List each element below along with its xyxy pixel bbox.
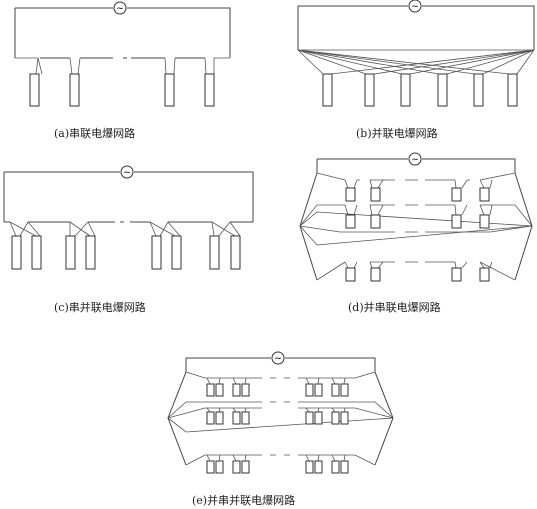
power-source-d: ~ [408,152,422,166]
power-source-b: ~ [408,0,422,13]
svg-text:~: ~ [274,354,282,364]
detonator-pair-c3 [149,221,182,270]
power-source-c: ~ [120,165,134,179]
diagram-d-parallel-series: ~ [299,152,533,314]
detonator-b6 [507,73,518,107]
detonator-row-e2 [206,407,349,425]
detonator-a2 [69,57,81,107]
detonator-a3 [164,57,176,107]
caption-d: (d)并串联电爆网路 [348,300,441,314]
svg-text:~: ~ [411,2,419,12]
caption-b: (b)并联电爆网路 [356,126,438,140]
detonator-b2 [364,73,375,107]
svg-text:~: ~ [123,168,131,178]
power-source-a: ~ [113,1,127,15]
detonator-row-d1 [344,179,493,202]
detonator-b4 [437,73,448,107]
detonator-b1 [322,73,333,107]
detonator-row-d3 [344,261,493,282]
detonator-b3 [400,73,411,107]
detonator-pair-c1 [9,221,42,270]
detonator-row-e1 [206,377,349,397]
detonator-b5 [473,73,484,107]
detonator-pair-c4 [209,221,241,270]
diagram-b-parallel: ~ (b)并联电爆网路 [297,0,535,140]
detonator-row-e3 [206,454,349,474]
diagram-c-series-parallel: ~ (c)串并联电爆网路 [3,165,254,314]
svg-text:~: ~ [116,4,124,14]
diagram-e-parallel-series-parallel: ~ (e)并串并联电爆网路 [167,351,394,507]
caption-e: (e)并串并联电爆网路 [192,493,295,507]
detonator-pair-c2 [65,221,96,270]
caption-a: (a)串联电爆网路 [54,126,135,140]
diagram-a-series: ~ (a)串联电爆网路 [14,1,231,140]
svg-text:~: ~ [411,155,419,165]
detonator-row-d2 [344,204,493,229]
caption-c: (c)串并联电爆网路 [54,300,146,314]
detonator-a1 [15,57,43,107]
power-source-e: ~ [271,351,285,365]
detonator-a4 [204,57,230,107]
parallel-fan-lines [297,49,535,75]
